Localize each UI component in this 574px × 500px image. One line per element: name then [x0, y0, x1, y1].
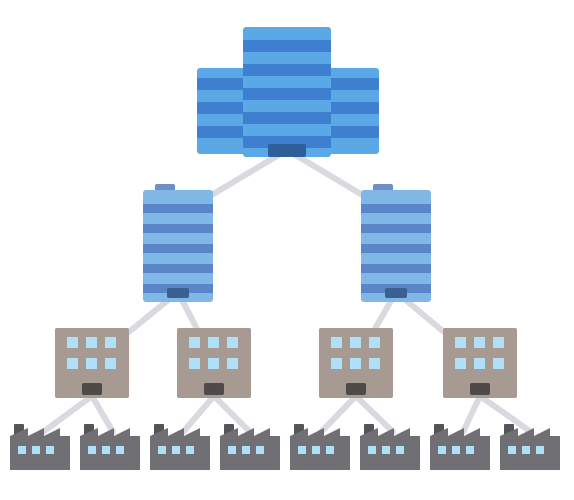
regional-office-building-icon: [361, 184, 431, 302]
headquarters-building-icon: [197, 27, 379, 157]
factory-icon: [430, 424, 490, 470]
regional-office-building-icon: [143, 184, 213, 302]
branch-building-icon: [443, 328, 517, 398]
branch-building-icon: [319, 328, 393, 398]
connectors: [40, 147, 534, 435]
branch-building-icon: [177, 328, 251, 398]
branch-building-icon: [55, 328, 129, 398]
factory-icon: [500, 424, 560, 470]
factory-icon: [360, 424, 420, 470]
factory-icon: [290, 424, 350, 470]
factory-icon: [80, 424, 140, 470]
factory-icon: [220, 424, 280, 470]
factory-icon: [10, 424, 70, 470]
factory-icon: [150, 424, 210, 470]
